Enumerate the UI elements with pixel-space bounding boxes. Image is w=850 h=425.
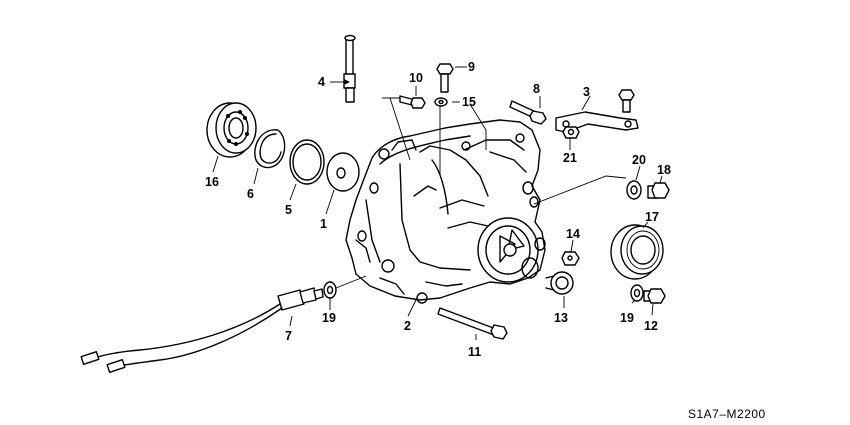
callout-5: 5 bbox=[285, 203, 292, 217]
callout-4: 4 bbox=[318, 75, 325, 89]
transmission-housing[interactable] bbox=[345, 119, 546, 304]
callout-6: 6 bbox=[247, 187, 254, 201]
callout-20: 20 bbox=[632, 153, 646, 167]
leader-lines bbox=[212, 66, 663, 340]
bracket-bolt[interactable] bbox=[618, 89, 635, 113]
callout-19-right: 19 bbox=[620, 311, 634, 325]
part-19-washer-left[interactable] bbox=[323, 281, 337, 299]
part-13-sealing-bolt[interactable] bbox=[545, 271, 574, 295]
part-1-oil-guide-plate[interactable] bbox=[326, 152, 360, 192]
part-12-bolt[interactable] bbox=[643, 288, 666, 304]
part-10-bolt[interactable] bbox=[399, 95, 426, 109]
part-4-breather-pipe[interactable] bbox=[343, 34, 356, 103]
callout-21: 21 bbox=[563, 151, 577, 165]
callout-17: 17 bbox=[645, 210, 659, 224]
part-5-shim[interactable] bbox=[289, 139, 325, 185]
callout-10: 10 bbox=[409, 71, 423, 85]
part-11-bolt[interactable] bbox=[437, 307, 508, 340]
part-19-washer-right[interactable] bbox=[630, 284, 644, 302]
callout-2: 2 bbox=[404, 319, 411, 333]
callout-8: 8 bbox=[533, 82, 540, 96]
part-8-bolt[interactable] bbox=[509, 100, 547, 125]
callout-16: 16 bbox=[205, 175, 219, 189]
part-7-sensor-harness[interactable] bbox=[80, 287, 324, 373]
part-15-washer[interactable] bbox=[434, 97, 448, 107]
callout-14: 14 bbox=[566, 227, 580, 241]
callout-13: 13 bbox=[554, 311, 568, 325]
callout-15: 15 bbox=[462, 95, 476, 109]
callout-19-left: 19 bbox=[322, 311, 336, 325]
part-6-snap-ring[interactable] bbox=[254, 129, 286, 169]
callout-9: 9 bbox=[468, 60, 475, 74]
part-21-nut[interactable] bbox=[562, 126, 580, 139]
callout-12: 12 bbox=[644, 319, 658, 333]
diagram-code: S1A7–M2200 bbox=[688, 407, 766, 421]
part-20-washer[interactable] bbox=[626, 180, 642, 200]
part-9-bolt[interactable] bbox=[436, 63, 454, 93]
part-16-bearing[interactable] bbox=[206, 102, 257, 158]
callout-3: 3 bbox=[583, 85, 590, 99]
callout-1: 1 bbox=[320, 217, 327, 231]
part-18-plug[interactable] bbox=[647, 182, 670, 199]
part-14-bolt[interactable] bbox=[561, 251, 580, 266]
callout-7: 7 bbox=[285, 329, 292, 343]
part-17-oil-seal[interactable] bbox=[610, 224, 664, 280]
callout-18: 18 bbox=[657, 163, 671, 177]
callout-11: 11 bbox=[468, 345, 481, 359]
callout-labels: 1 2 3 4 5 6 7 8 9 10 11 12 13 14 15 16 1… bbox=[205, 60, 671, 359]
